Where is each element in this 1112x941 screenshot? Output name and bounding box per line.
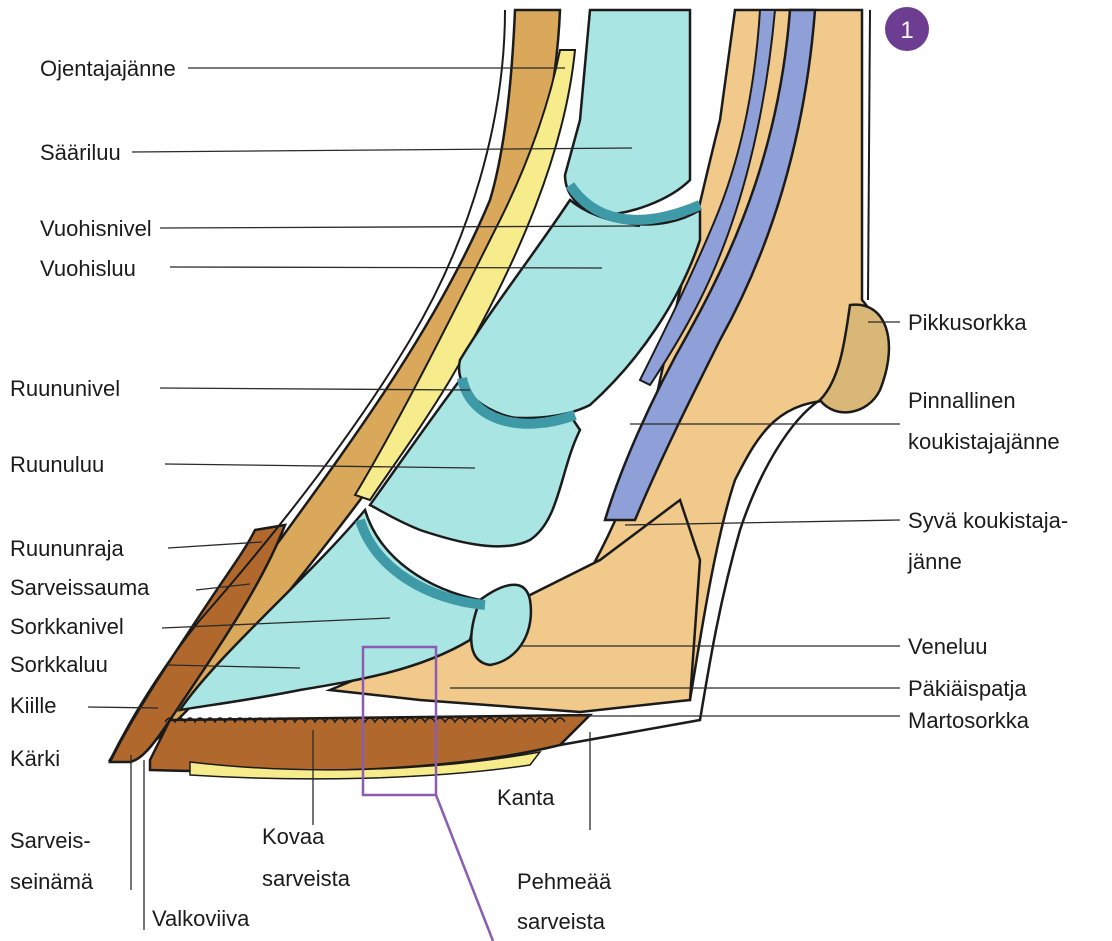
label-pehmeaa-2: sarveista: [517, 909, 606, 934]
label-saariluu: Sääriluu: [40, 140, 121, 165]
label-martosorkka: Martosorkka: [908, 708, 1030, 733]
label-syva-2: jänne: [907, 549, 962, 574]
label-pinnallinen-2: koukistajajänne: [908, 429, 1060, 454]
label-ruununivel: Ruununivel: [10, 376, 120, 401]
label-sorkkaluu: Sorkkaluu: [10, 652, 108, 677]
label-pehmeaa-1: Pehmeää: [517, 869, 612, 894]
label-veneluu: Veneluu: [908, 634, 988, 659]
label-kovaa-2: sarveista: [262, 866, 351, 891]
figure-number: 1: [900, 17, 913, 44]
label-kovaa-1: Kovaa: [262, 824, 325, 849]
label-ruununraja: Ruununraja: [10, 536, 125, 561]
label-valkoviiva: Valkoviiva: [152, 906, 250, 931]
label-karki: Kärki: [10, 746, 60, 771]
cannon-bone: [565, 10, 690, 215]
label-sarveisseinama-1: Sarveis-: [10, 828, 91, 853]
label-ruunuluu: Ruunuluu: [10, 452, 104, 477]
label-pakiaispatja: Päkiäispatja: [908, 676, 1027, 701]
figure-number-badge: 1: [885, 7, 929, 51]
skin-outline-back: [868, 10, 870, 300]
zoom-pointer: [436, 795, 493, 941]
label-vuohisnivel: Vuohisnivel: [40, 216, 152, 241]
label-syva-1: Syvä koukistaja-: [908, 508, 1068, 533]
label-vuohisluu: Vuohisluu: [40, 256, 136, 281]
label-sarveissauma: Sarveissauma: [10, 575, 150, 600]
label-ojentajajanne: Ojentajajänne: [40, 56, 176, 81]
label-kanta: Kanta: [497, 785, 555, 810]
hoof-illustration: [110, 10, 889, 779]
label-sorkkanivel: Sorkkanivel: [10, 614, 124, 639]
label-pinnallinen-1: Pinnallinen: [908, 388, 1016, 413]
label-kiille: Kiille: [10, 693, 56, 718]
label-sarveisseinama-2: seinämä: [10, 869, 94, 894]
label-pikkusorkka: Pikkusorkka: [908, 310, 1027, 335]
